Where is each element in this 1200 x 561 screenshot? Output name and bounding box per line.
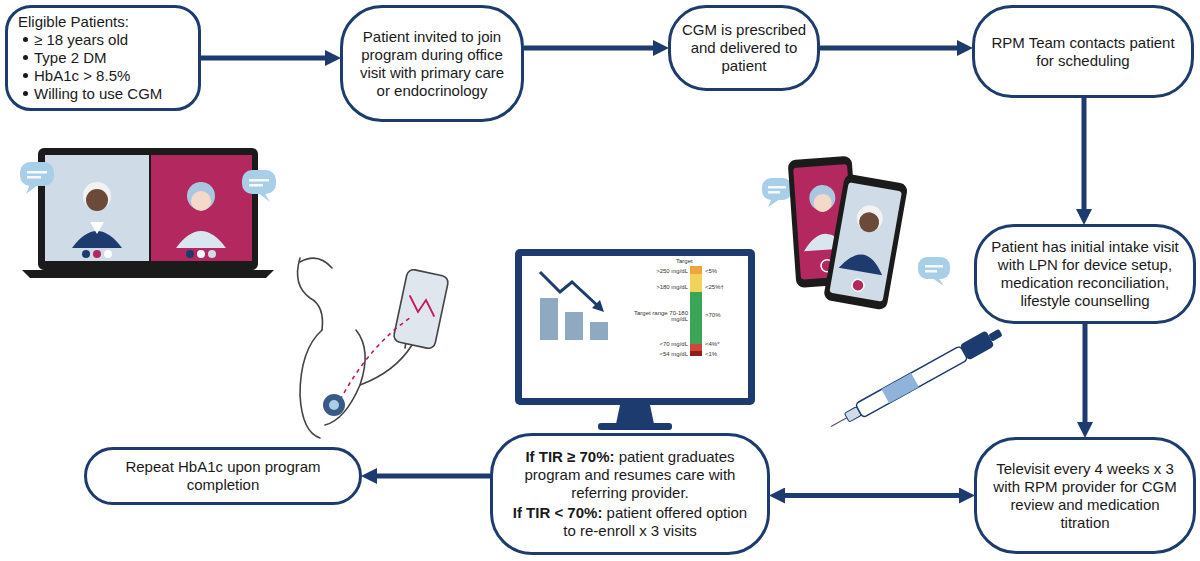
flow-arrow — [1082, 98, 1087, 209]
insulin-pen — [827, 324, 1005, 434]
phone-icon — [788, 156, 909, 311]
node-text: RPM Team contacts patient for scheduling — [989, 34, 1177, 70]
node-heading: Eligible Patients: — [18, 13, 188, 31]
flow-arrow — [201, 56, 325, 61]
process-box: Patient has initial intake visit with LP… — [974, 224, 1196, 324]
flow-arrow — [524, 46, 653, 51]
flow-arrow — [377, 474, 490, 479]
process-box: If TIR ≥ 70%: patient graduates program … — [490, 433, 770, 555]
chart-label: <54 mg/dL — [628, 351, 688, 357]
chart-label: <4%* — [705, 341, 735, 347]
node-text: HbA1c > 8.5% — [18, 67, 188, 85]
process-box: Eligible Patients:≥ 18 years oldType 2 D… — [5, 5, 201, 111]
cgm-sensor — [323, 394, 345, 416]
node-text: Televisit every 4 weeks x 3 with RPM pro… — [989, 460, 1181, 532]
flow-arrow — [1083, 324, 1088, 422]
node-text: Willing to use CGM — [18, 85, 188, 103]
process-box: CGM is prescribed and delivered to patie… — [668, 5, 820, 91]
laptop-icon — [22, 148, 274, 278]
process-box: RPM Team contacts patient for scheduling — [972, 5, 1194, 98]
node-text: Repeat HbA1c upon program completion — [103, 458, 343, 494]
chat-bubble — [20, 162, 950, 286]
node-text: Patient invited to join program during o… — [355, 28, 509, 100]
node-text: If TIR < 70%: patient offered option to … — [511, 504, 749, 540]
chart-label: <1% — [705, 351, 735, 357]
node-text: ≥ 18 years old — [18, 31, 188, 49]
chart-label: Target range 70-180 mg/dL — [628, 310, 688, 323]
chart-label: <70 mg/dL — [628, 341, 688, 347]
node-text: Patient has initial intake visit with LP… — [989, 238, 1181, 310]
flow-arrow — [820, 46, 957, 51]
node-text: Type 2 DM — [18, 49, 188, 67]
flow-arrow — [785, 493, 959, 498]
node-text: If TIR ≥ 70%: patient graduates program … — [511, 448, 749, 502]
chart-label: >180 mg/dL — [628, 284, 688, 290]
patient-cgm-figure — [298, 258, 450, 438]
chart-label: <5% — [705, 268, 735, 274]
process-box: Televisit every 4 weeks x 3 with RPM pro… — [974, 437, 1196, 554]
process-box: Repeat HbA1c upon program completion — [84, 447, 362, 505]
node-text: CGM is prescribed and delivered to patie… — [681, 21, 807, 75]
chart-label: <25%† — [705, 284, 735, 290]
chart-label: Target — [676, 258, 706, 264]
chart-label: >250 mg/dL — [628, 268, 688, 274]
chart-label: >70% — [705, 312, 735, 318]
monitor-icon — [515, 249, 755, 430]
process-box: Patient invited to join program during o… — [340, 5, 524, 122]
